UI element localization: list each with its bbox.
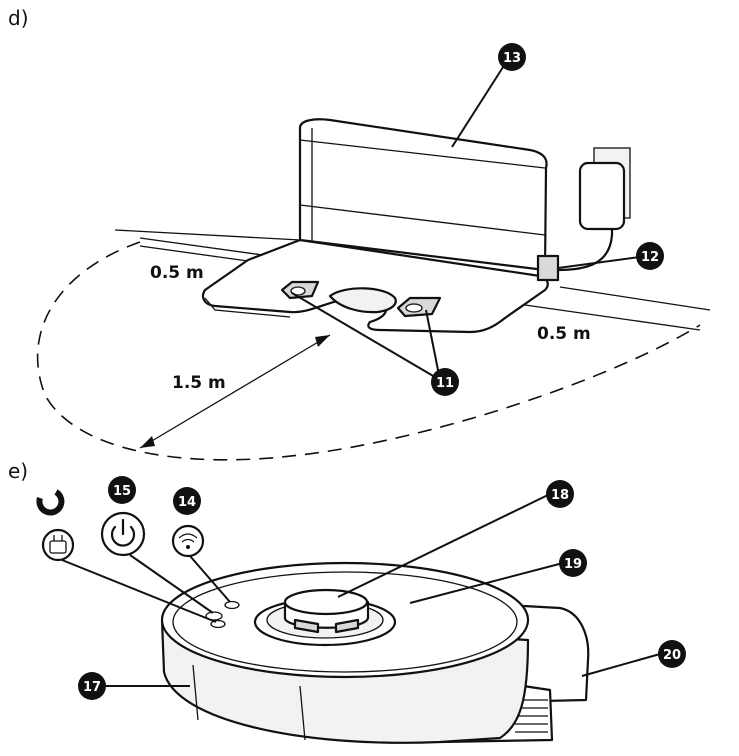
power-button: [205, 611, 223, 621]
panel-label-d: d): [8, 6, 29, 30]
dim-front-clearance: 1.5 m: [172, 373, 226, 393]
callout-13: 13: [498, 43, 526, 71]
dim-right-clearance: 0.5 m: [537, 324, 591, 344]
robot-vacuum: [160, 561, 590, 744]
callout-18: 18: [546, 480, 574, 508]
charging-contacts: [280, 280, 442, 318]
svg-text:16: 16: [39, 498, 57, 513]
power-adapter: [578, 161, 626, 231]
panel-label-e: e): [8, 459, 28, 483]
dock-power-port: [536, 254, 560, 282]
charging-dock: [201, 118, 631, 334]
callout-14: 14: [173, 487, 201, 515]
callout-20: 20: [658, 640, 686, 668]
callout-19: 19: [559, 549, 587, 577]
svg-text:15: 15: [113, 484, 131, 499]
dock-icon: [41, 528, 75, 562]
svg-text:14: 14: [178, 495, 196, 510]
dock-clearance-area: [36, 229, 711, 461]
callout-12: 12: [636, 242, 664, 270]
callout-16: 16: [36, 489, 65, 516]
callout-15: 15: [108, 476, 136, 504]
wifi-icon: [171, 524, 205, 558]
svg-text:12: 12: [641, 250, 659, 265]
svg-text:20: 20: [663, 648, 681, 663]
power-icon: [100, 511, 146, 557]
wifi-button: [224, 600, 240, 610]
svg-text:11: 11: [436, 376, 454, 391]
dim-left-clearance: 0.5 m: [150, 263, 204, 283]
svg-text:13: 13: [503, 51, 521, 66]
callout-17: 17: [78, 672, 106, 700]
callout-11: 11: [431, 368, 459, 396]
svg-text:19: 19: [564, 557, 582, 572]
svg-text:17: 17: [83, 680, 101, 695]
svg-text:18: 18: [551, 488, 569, 503]
